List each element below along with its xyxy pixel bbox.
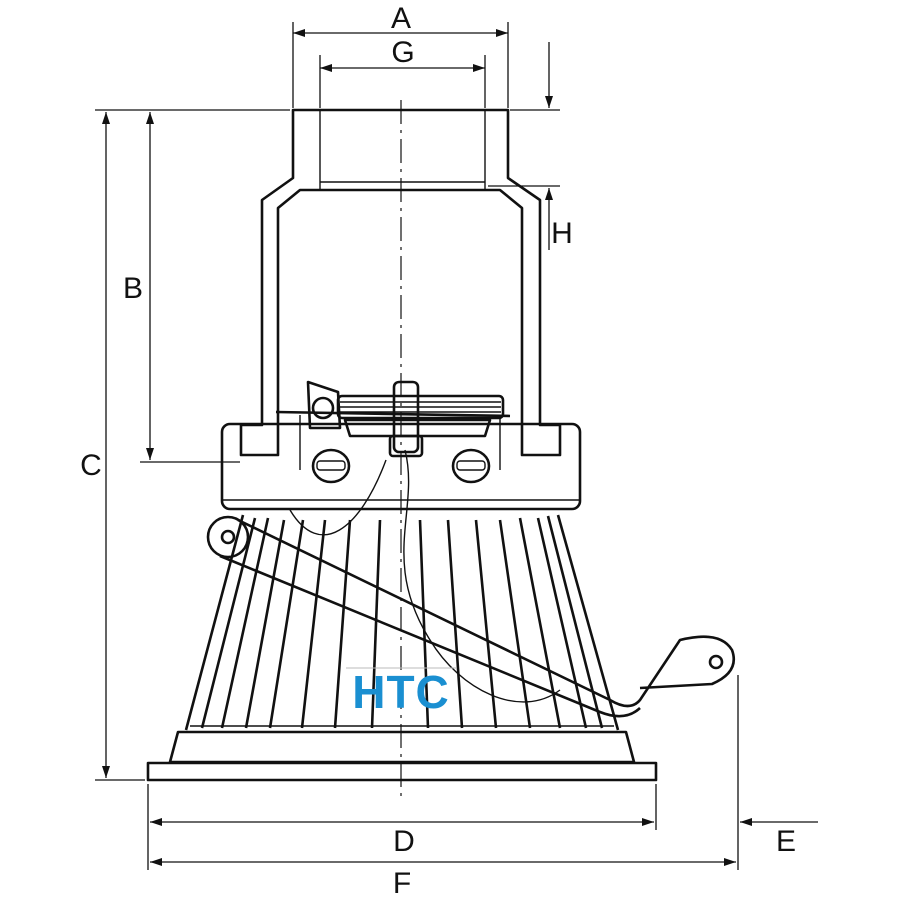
handle-right-hole <box>708 654 724 670</box>
cage-left-edge <box>184 514 245 731</box>
label-a: A <box>391 2 411 35</box>
latch-mechanism <box>275 380 511 458</box>
right-screw-slot <box>456 460 486 471</box>
handle <box>206 515 736 718</box>
clamp-bar <box>336 394 505 420</box>
right-ribs <box>498 515 604 729</box>
clamp-jaw <box>343 418 492 438</box>
left-screw <box>311 448 351 484</box>
cage <box>184 514 620 731</box>
label-c: C <box>80 449 102 482</box>
base <box>146 730 658 782</box>
handle-arm <box>237 518 736 708</box>
label-d: D <box>393 825 415 858</box>
base-flange <box>146 761 658 782</box>
wire-left <box>289 459 387 536</box>
label-g: G <box>391 36 414 69</box>
logo: HTC <box>346 666 456 718</box>
left-screw-slot <box>316 460 346 471</box>
extension-lines <box>95 22 739 870</box>
body-outline <box>220 422 582 511</box>
label-b: B <box>123 272 143 305</box>
cage-right-edge <box>556 514 620 731</box>
wire-right <box>403 449 561 703</box>
left-ribs <box>200 517 305 729</box>
label-h: H <box>551 217 573 250</box>
base-ring <box>168 730 636 764</box>
logo-text: HTC <box>352 666 450 718</box>
label-f: F <box>393 867 411 900</box>
latch-pivot <box>311 396 335 420</box>
handle-left-eye <box>206 515 250 559</box>
center-left-ribs <box>300 519 382 729</box>
handle-left-hole <box>220 529 236 545</box>
body-block <box>220 415 582 511</box>
handle-arm-lower <box>219 554 641 718</box>
dimension-labels: A G H B C D E F <box>80 2 796 900</box>
right-screw <box>451 448 491 484</box>
dimension-lines <box>102 29 818 866</box>
label-e: E <box>776 825 796 858</box>
